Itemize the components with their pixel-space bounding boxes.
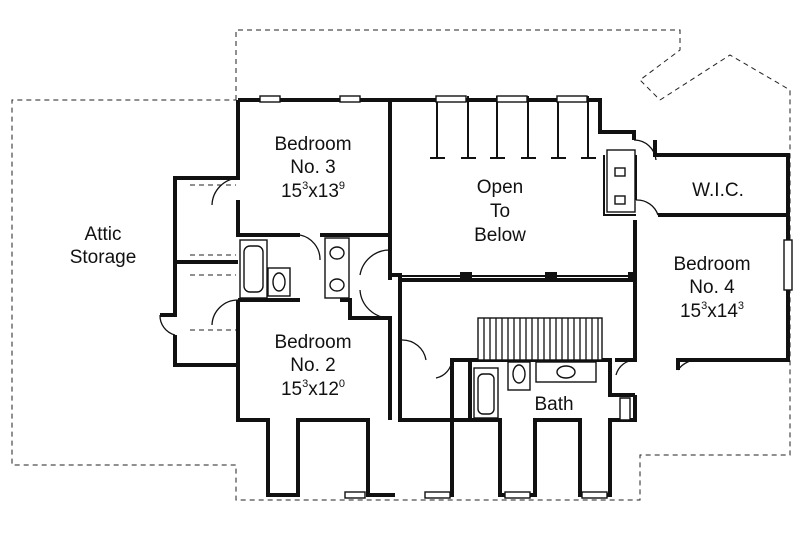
svg-text:Bath: Bath (534, 394, 573, 415)
svg-text:Bedroom: Bedroom (274, 134, 351, 155)
svg-text:Bedroom: Bedroom (274, 332, 351, 353)
svg-text:Below: Below (474, 225, 526, 246)
svg-text:Attic: Attic (85, 224, 122, 245)
svg-text:Bedroom: Bedroom (673, 254, 750, 275)
attic-outline (11, 29, 791, 501)
room-label-bath: Bath (534, 394, 573, 415)
bedroom-2-size: 153x120 (281, 378, 345, 400)
svg-text:W.I.C.: W.I.C. (692, 180, 744, 201)
svg-text:No. 2: No. 2 (290, 355, 335, 376)
svg-text:No. 3: No. 3 (290, 157, 335, 178)
svg-text:Open: Open (477, 177, 523, 198)
railing (400, 96, 636, 280)
svg-text:To: To (490, 201, 510, 222)
stair (477, 317, 603, 361)
doors (159, 139, 701, 379)
svg-text:No. 4: No. 4 (689, 277, 735, 298)
room-label-open-to-below: Open To Below (474, 177, 526, 246)
room-label-wic: W.I.C. (692, 180, 744, 201)
room-label-bedroom-4: Bedroom No. 4 153x143 (673, 254, 750, 322)
bedroom-3-size: 153x139 (281, 180, 345, 202)
room-label-attic: Attic Storage (70, 224, 137, 268)
windows (259, 95, 793, 499)
room-label-bedroom-2: Bedroom No. 2 153x120 (274, 332, 351, 400)
bath-fixtures (239, 149, 636, 421)
bedroom-4-size: 153x143 (680, 300, 744, 322)
room-label-bedroom-3: Bedroom No. 3 153x139 (274, 134, 351, 202)
svg-text:Storage: Storage (70, 247, 137, 268)
